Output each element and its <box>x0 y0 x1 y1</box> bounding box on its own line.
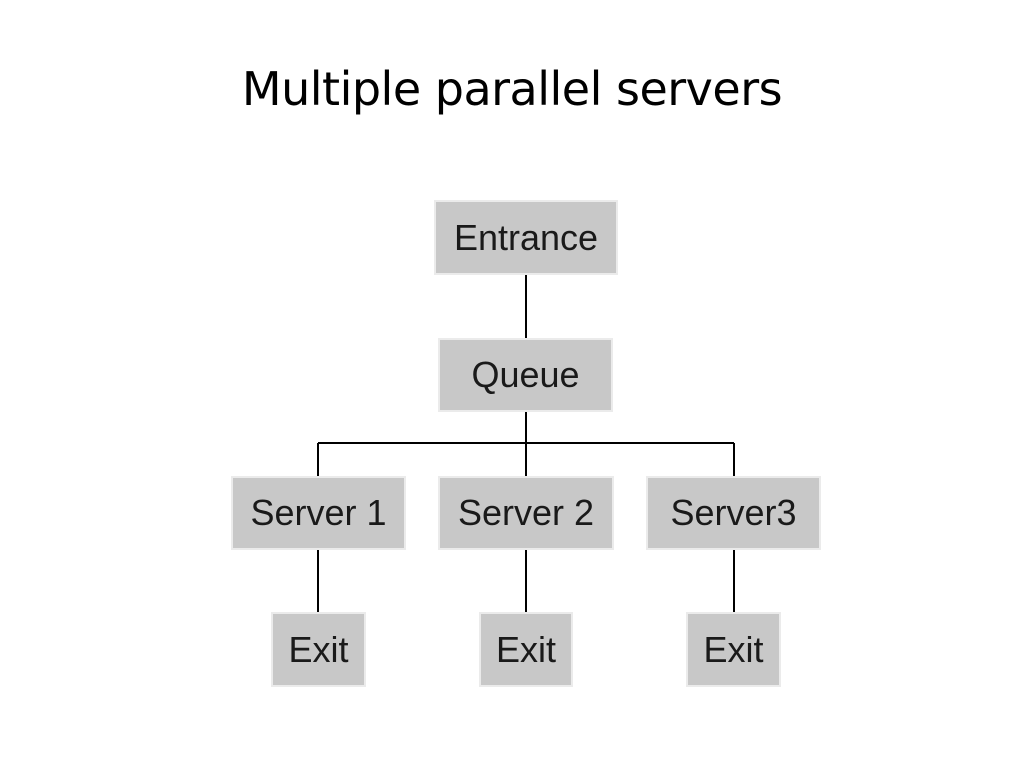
node-server-2: Server 2 <box>438 476 614 550</box>
node-entrance: Entrance <box>434 200 618 275</box>
node-queue: Queue <box>438 338 613 412</box>
node-exit-1: Exit <box>271 612 366 687</box>
node-server-1: Server 1 <box>231 476 406 550</box>
node-server-3: Server3 <box>646 476 821 550</box>
slide-title: Multiple parallel servers <box>241 62 783 116</box>
node-exit-2: Exit <box>479 612 573 687</box>
node-exit-3: Exit <box>686 612 781 687</box>
